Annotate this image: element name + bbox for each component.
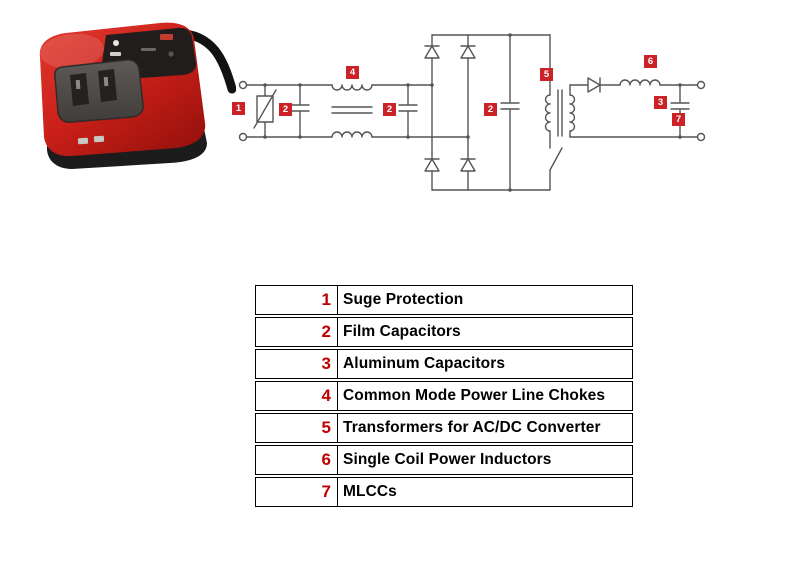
battery-port (54, 59, 144, 123)
legend-row-number: 7 (256, 478, 338, 506)
component-label-transformer: 5 (540, 68, 553, 81)
battery-slot (70, 73, 89, 106)
body-highlight (40, 33, 104, 69)
table-row: 4 Common Mode Power Line Chokes (255, 381, 633, 411)
table-row: 1 Suge Protection (255, 285, 633, 315)
charger-photo (10, 5, 237, 187)
diode-symbol (569, 77, 621, 93)
legend-row-label: Transformers for AC/DC Converter (343, 419, 601, 436)
base-logo-mark (77, 137, 89, 145)
legend-row-number: 2 (256, 318, 338, 346)
legend-row-label: Aluminum Capacitors (343, 355, 506, 372)
legend-row-number: 3 (256, 350, 338, 378)
power-supply-schematic: 1 2 4 2 2 5 6 3 7 (228, 10, 720, 210)
component-label-mlcc: 7 (672, 113, 685, 126)
film-capacitor-symbol (290, 84, 310, 138)
component-label-film-cap: 2 (279, 103, 292, 116)
legend-row-number: 1 (256, 286, 338, 314)
inductor-symbol (619, 79, 699, 86)
contact-pin (103, 76, 109, 87)
junction-dots (263, 33, 682, 192)
output-capacitor-symbol (670, 84, 690, 138)
legend-table: 1 Suge Protection 2 Film Capacitors 3 Al… (255, 285, 633, 509)
diode-symbol (460, 158, 476, 172)
legend-row-number: 4 (256, 382, 338, 410)
panel-button (168, 51, 174, 57)
table-row: 2 Film Capacitors (255, 317, 633, 347)
contact-pin (75, 79, 81, 90)
transformer-symbol (544, 34, 576, 138)
table-row: 7 MLCCs (255, 477, 633, 507)
varistor-symbol (253, 84, 277, 138)
diode-symbol (424, 158, 440, 172)
legend-row-label: Film Capacitors (343, 323, 461, 340)
panel-red-switch (160, 34, 173, 40)
charger-illustration (39, 22, 237, 169)
component-label-alum-cap: 3 (654, 96, 667, 109)
legend-row-number: 5 (256, 414, 338, 442)
legend-row-label: Single Coil Power Inductors (343, 451, 552, 468)
bridge-rectifier (424, 34, 551, 191)
component-label-inductor: 6 (644, 55, 657, 68)
component-label-film-cap: 2 (484, 103, 497, 116)
diode-symbol (460, 45, 476, 59)
component-label-choke: 4 (346, 66, 359, 79)
legend-row-number: 6 (256, 446, 338, 474)
table-row: 5 Transformers for AC/DC Converter (255, 413, 633, 443)
switch-symbol (549, 130, 563, 191)
base-logo-mark (93, 135, 105, 143)
diode-symbol (424, 45, 440, 59)
table-row: 3 Aluminum Capacitors (255, 349, 633, 379)
led-indicator (113, 40, 119, 46)
legend-row-label: Suge Protection (343, 291, 464, 308)
table-row: 6 Single Coil Power Inductors (255, 445, 633, 475)
circuit-schematic (238, 33, 706, 192)
film-capacitor-symbol (500, 34, 520, 191)
common-mode-choke-symbol (331, 84, 373, 138)
dc-output-terminals (696, 80, 706, 142)
legend-row-label: MLCCs (343, 483, 397, 500)
film-capacitor-symbol (398, 84, 418, 138)
legend-row-label: Common Mode Power Line Chokes (343, 387, 606, 404)
panel-mark (110, 52, 121, 56)
panel-mark (141, 48, 156, 51)
component-label-surge: 1 (232, 102, 245, 115)
component-label-film-cap: 2 (383, 103, 396, 116)
